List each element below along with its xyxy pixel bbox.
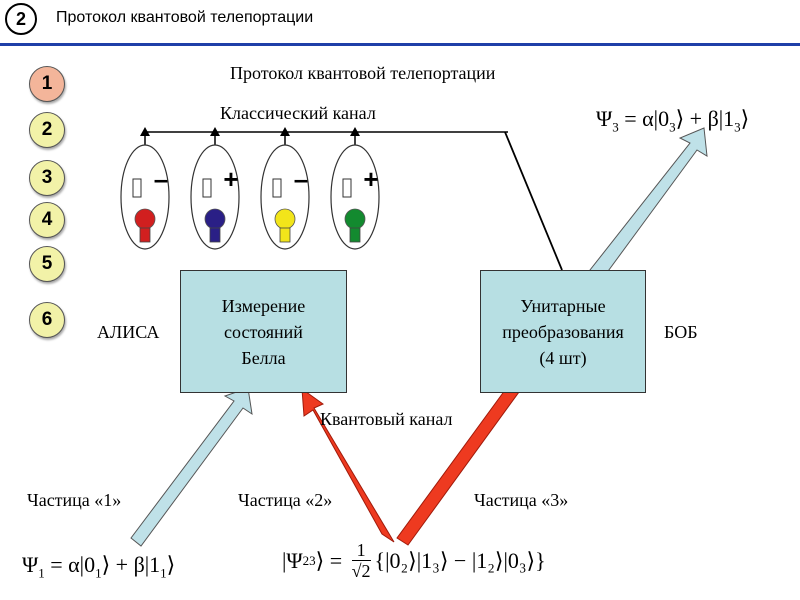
bulb-red: – — [120, 144, 170, 250]
particle1-arrow — [130, 387, 253, 547]
bulb-sign-red: – — [154, 164, 168, 194]
slide-number: 2 — [5, 3, 37, 35]
particle-1-label: Частица «1» — [27, 490, 122, 510]
bulb-green: + — [330, 144, 380, 250]
bob-output-arrow — [589, 127, 708, 279]
unitary-box-line-1: Унитарные — [520, 295, 606, 316]
unitary-transform-box: Унитарные преобразования (4 шт) — [480, 270, 646, 393]
bell-box-line-1: Измерение — [221, 295, 306, 316]
particle-3-label: Частица «3» — [474, 490, 569, 510]
unitary-box-line-2: преобразования — [502, 321, 624, 342]
classical-channel-label: Классический канал — [220, 103, 376, 123]
quantum-channel-label: Квантовый канал — [320, 409, 453, 429]
diagram-title: Протокол квантовой телепортации — [230, 63, 496, 83]
bob-label: БОБ — [664, 322, 698, 342]
bell-measurement-box: Измерение состояний Белла — [180, 270, 347, 393]
step-button-1[interactable]: 1 — [29, 66, 65, 102]
step-button-2[interactable]: 2 — [29, 112, 65, 148]
step-button-5[interactable]: 5 — [29, 246, 65, 282]
bulb-blue: + — [190, 144, 240, 250]
step-button-4[interactable]: 4 — [29, 202, 65, 238]
step-button-3[interactable]: 3 — [29, 160, 65, 196]
bulb-sign-blue: + — [223, 164, 238, 194]
particle-2-label: Частица «2» — [238, 490, 333, 510]
step-button-6[interactable]: 6 — [29, 302, 65, 338]
bulb-sign-yellow: – — [294, 164, 308, 194]
bob-classical-link — [504, 131, 563, 271]
page-title: Протокол квантовой телепортации — [56, 9, 314, 26]
bulb-yellow: – — [260, 144, 310, 250]
psi1-formula: Ψ1 = α|01⟩ + β|11⟩ — [22, 552, 176, 581]
bulb-sign-green: + — [363, 164, 378, 194]
header-divider — [0, 43, 800, 46]
unitary-box-line-3: (4 шт) — [539, 347, 587, 368]
bell-box-line-2: состояний — [224, 321, 303, 342]
alice-label: АЛИСА — [97, 322, 160, 342]
psi3-formula: Ψ3 = α|03⟩ + β|13⟩ — [596, 106, 750, 135]
bell-box-line-3: Белла — [241, 347, 286, 368]
quantum-arrow-to-alice — [301, 387, 395, 543]
